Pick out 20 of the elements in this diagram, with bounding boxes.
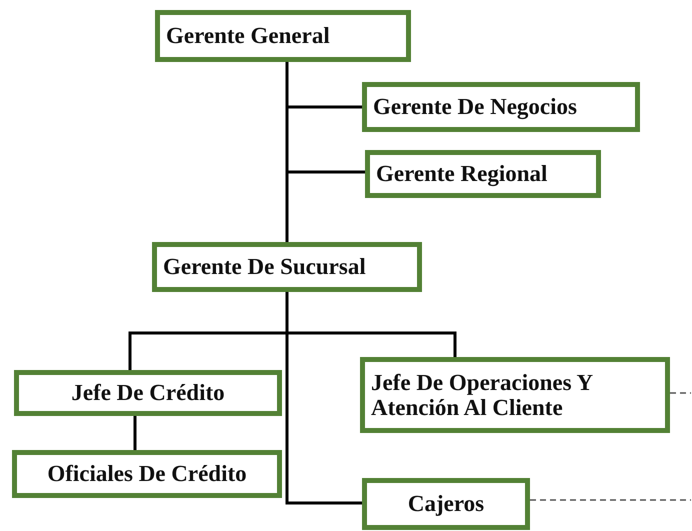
position-box (152, 242, 422, 292)
dashed-connector (530, 499, 691, 501)
dashed-connector (670, 392, 691, 394)
position-title: Gerente De Negocios (373, 94, 577, 120)
position-title: Jefe De Crédito (71, 380, 225, 406)
position-box (12, 450, 282, 498)
position-title: Gerente Regional (376, 161, 548, 187)
connector-line (286, 292, 362, 504)
position-box (14, 370, 282, 416)
position-box (362, 82, 640, 132)
position-title: Gerente De Sucursal (163, 254, 366, 280)
position-title: Jefe De Operaciones Y Atención Al Cliente (371, 370, 594, 420)
position-box (362, 478, 530, 530)
position-box (155, 10, 411, 62)
position-title: Oficiales De Crédito (47, 461, 247, 487)
connector-line (134, 416, 136, 450)
position-title: Gerente General (166, 23, 330, 49)
position-title: Cajeros (408, 491, 484, 517)
position-box (360, 357, 670, 433)
position-box (365, 150, 601, 198)
